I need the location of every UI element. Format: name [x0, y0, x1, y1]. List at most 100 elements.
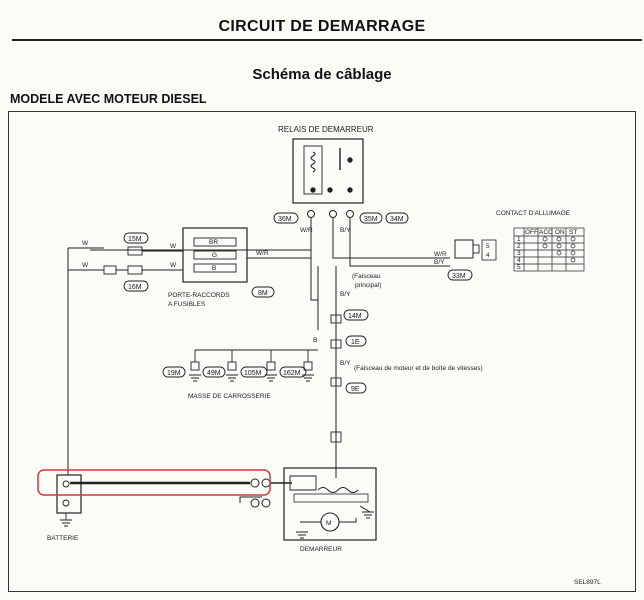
battery-label: BATTERIE: [47, 535, 79, 542]
wire-label: B: [313, 337, 317, 344]
fuse-block-label: A FUSIBLES: [168, 301, 206, 308]
wire-label: B/Y: [434, 259, 445, 266]
svg-text:15M: 15M: [128, 236, 142, 243]
wire-label: W: [82, 262, 89, 269]
starter-box: [283, 467, 377, 541]
svg-text:5: 5: [486, 243, 490, 250]
relay-terminal: [329, 210, 337, 218]
svg-text:16M: 16M: [128, 284, 142, 291]
harness-label: principal): [355, 282, 381, 289]
svg-text:M: M: [326, 520, 331, 527]
fuse-row-label: G: [212, 252, 217, 259]
relay-terminal: [346, 210, 354, 218]
engine-harness-label: (Faisceau de moteur et de boîte de vites…: [354, 365, 483, 372]
svg-text:162M: 162M: [283, 370, 301, 377]
relay-pin: [327, 187, 333, 193]
body-ground-points: [189, 350, 314, 382]
relay-coil: [310, 151, 316, 173]
left-connector-plug: [127, 265, 143, 275]
relay-pin: [310, 187, 316, 193]
model-heading: MODELE AVEC MOTEUR DIESEL: [10, 92, 207, 106]
wire-vertical: [317, 266, 337, 470]
wire-relay-to-ignition: [332, 218, 450, 259]
starter-relay: RELAIS DE DEMARREUR: [278, 125, 374, 218]
svg-text:8M: 8M: [258, 290, 268, 297]
svg-text:1E: 1E: [351, 339, 360, 346]
starter-label: DEMARREUR: [300, 546, 342, 553]
svg-text:ACC: ACC: [539, 229, 553, 236]
ignition-switch: CONTACT D'ALLUMAGE 5 4 W/R B/Y 33M: [434, 210, 571, 281]
svg-text:35M: 35M: [364, 216, 378, 223]
connector-14m: 14M: [343, 309, 369, 321]
svg-text:ON: ON: [555, 229, 565, 236]
connector-9e: 9E: [345, 382, 367, 394]
fusible-link-block: BR G B PORTE-RACCORDS A FUSIBLES: [168, 227, 248, 308]
ignition-terminals: [481, 239, 497, 261]
section-subtitle: Schéma de câblage: [252, 66, 392, 83]
wire-label: B/Y: [340, 227, 351, 234]
ignition-body: [454, 239, 474, 259]
starter-solenoid-coil: [317, 487, 359, 493]
connector-15m: 15M: [123, 232, 149, 244]
svg-text:19M: 19M: [167, 370, 181, 377]
highlight-annotation: [37, 469, 271, 496]
connector-1e: 1E: [345, 335, 367, 347]
diagram-frame: [8, 111, 636, 592]
starter-motor: M DEMARREUR: [283, 467, 377, 553]
relay-box: [292, 138, 364, 204]
battery: BATTERIE: [47, 474, 82, 542]
connector-162m: 162M: [279, 366, 307, 378]
svg-text:2: 2: [517, 243, 521, 250]
svg-text:OFF: OFF: [525, 229, 538, 236]
ignition-label: CONTACT D'ALLUMAGE: [496, 210, 571, 217]
svg-text:33M: 33M: [452, 273, 466, 280]
svg-text:9E: 9E: [351, 386, 360, 393]
wire-label: W/R: [256, 250, 269, 257]
wire-label: B/Y: [340, 360, 351, 367]
harness-label: (Faisceau: [352, 273, 381, 280]
connector-36m: 36M: [273, 212, 299, 224]
svg-text:4: 4: [486, 252, 490, 259]
svg-text:34M: 34M: [390, 216, 404, 223]
svg-text:5: 5: [517, 264, 521, 271]
ignition-switch-table: OFF ACC ON ST 1 2 3 4 5: [513, 227, 585, 272]
wire-label: W/R: [434, 251, 447, 258]
connector-35m: 35M: [359, 212, 383, 224]
svg-text:ST: ST: [569, 229, 577, 236]
connector-49m: 49M: [202, 366, 226, 378]
svg-text:1: 1: [517, 236, 521, 243]
connector-34m: 34M: [385, 212, 409, 224]
svg-text:105M: 105M: [244, 370, 262, 377]
connector-16m: 16M: [123, 280, 149, 292]
svg-text:14M: 14M: [348, 313, 362, 320]
relay-contact-point: [347, 157, 353, 163]
wire-relay-down: [310, 250, 318, 301]
connector-105m: 105M: [240, 366, 268, 378]
left-connector-plug: [103, 265, 117, 275]
ground-label: MASSE DE CARROSSERIE: [188, 393, 271, 400]
reference-code: SEL897L: [574, 579, 601, 586]
fuse-block-label: PORTE-RACCORDS: [168, 292, 230, 299]
relay-pin: [347, 187, 353, 193]
svg-text:36M: 36M: [278, 216, 292, 223]
fuse-block-box: [182, 227, 248, 283]
relay-label: RELAIS DE DEMARREUR: [278, 125, 374, 134]
wire-relay-to-ignition-2: [349, 218, 450, 267]
wire-label: B/Y: [340, 291, 351, 298]
svg-text:3: 3: [517, 250, 521, 257]
svg-text:49M: 49M: [207, 370, 221, 377]
page-title: CIRCUIT DE DEMARRAGE: [218, 18, 426, 35]
fuse-row-label: BR: [209, 239, 218, 246]
connector-19m: 19M: [162, 366, 186, 378]
svg-text:4: 4: [517, 257, 521, 264]
fuse-row-label: B: [212, 265, 216, 272]
wire-label: W: [170, 243, 177, 250]
connector-8m: 8M: [251, 286, 275, 298]
wire-label: W/R: [300, 227, 313, 234]
title-rule: [12, 39, 642, 41]
connector-33m: 33M: [447, 269, 473, 281]
relay-coil-housing: [303, 145, 323, 195]
relay-terminal: [307, 210, 315, 218]
wire-label: W: [82, 240, 89, 247]
